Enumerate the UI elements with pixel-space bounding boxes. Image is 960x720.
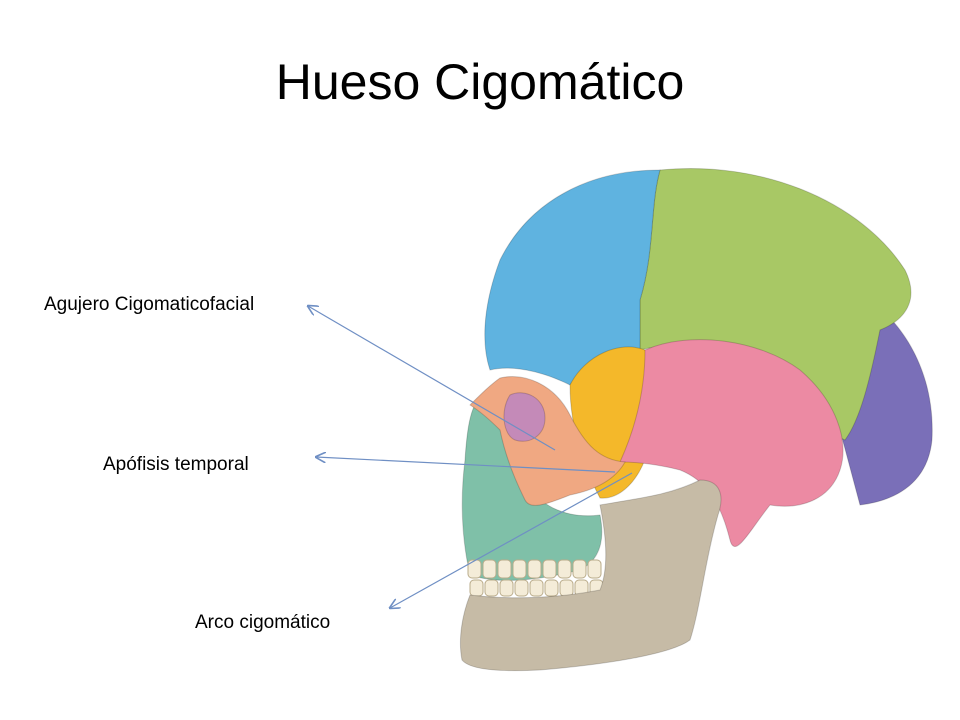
arrow-zygomatic-arch	[390, 472, 633, 608]
teeth	[467, 559, 604, 597]
lower-tooth	[544, 579, 559, 597]
upper-tooth	[557, 559, 572, 579]
lower-tooth	[514, 579, 529, 597]
frontal-bone	[484, 169, 661, 386]
orbit	[503, 392, 546, 442]
label-zygomatic-arch: Arco cigomático	[195, 612, 331, 633]
upper-tooth	[482, 559, 497, 579]
mandible-bone	[459, 479, 722, 672]
upper-tooth	[587, 559, 602, 579]
upper-tooth	[542, 559, 557, 579]
arrow-temporal-process	[316, 457, 616, 473]
arrow-foramen	[308, 306, 556, 451]
upper-tooth	[572, 559, 587, 579]
lower-tooth	[499, 579, 514, 597]
upper-tooth	[497, 559, 512, 579]
temporal-bone	[619, 339, 844, 547]
label-zygomaticofacial-foramen: Agujero Cigomaticofacial	[44, 294, 255, 315]
lower-tooth	[469, 579, 484, 597]
upper-tooth	[467, 559, 482, 579]
upper-tooth	[512, 559, 527, 579]
lower-tooth	[529, 579, 544, 597]
lower-tooth	[484, 579, 499, 597]
label-temporal-process: Apófisis temporal	[103, 454, 249, 475]
slide-title: Hueso Cigomático	[275, 54, 685, 110]
upper-tooth	[527, 559, 542, 579]
lower-tooth	[559, 579, 574, 597]
